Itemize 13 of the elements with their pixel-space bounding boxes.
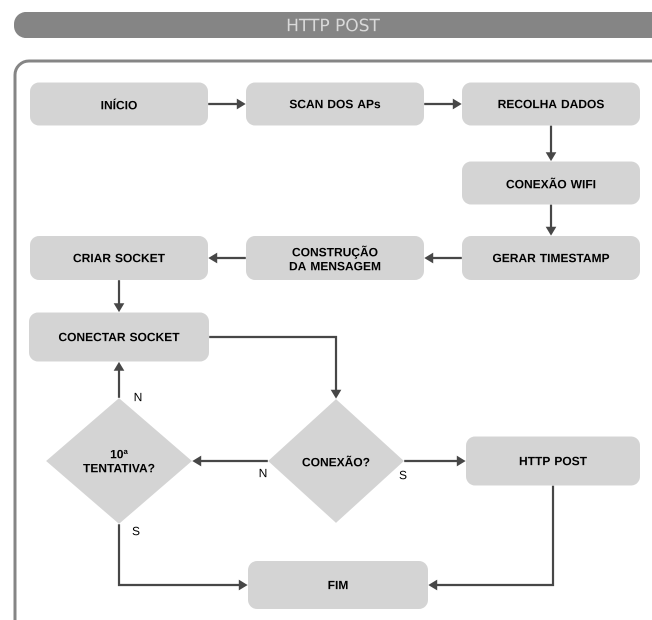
process-box: CONECTAR SOCKET [29,312,209,362]
process-box: RECOLHA DADOS [462,82,640,126]
edge-label: S [131,526,141,536]
edge-label: N [258,468,268,478]
process-box: CONSTRUÇÃO DA MENSAGEM [246,236,424,280]
title-bar: HTTP POST [14,12,652,38]
process-box: FIM [248,561,428,609]
process-box: SCAN DOS APs [246,82,424,126]
process-box: CONEXÃO WIFI [462,162,640,204]
process-box: GERAR TIMESTAMP [462,236,640,280]
process-box: INÍCIO [30,82,208,126]
process-box: CRIAR SOCKET [30,236,208,280]
process-box: HTTP POST [466,436,640,486]
